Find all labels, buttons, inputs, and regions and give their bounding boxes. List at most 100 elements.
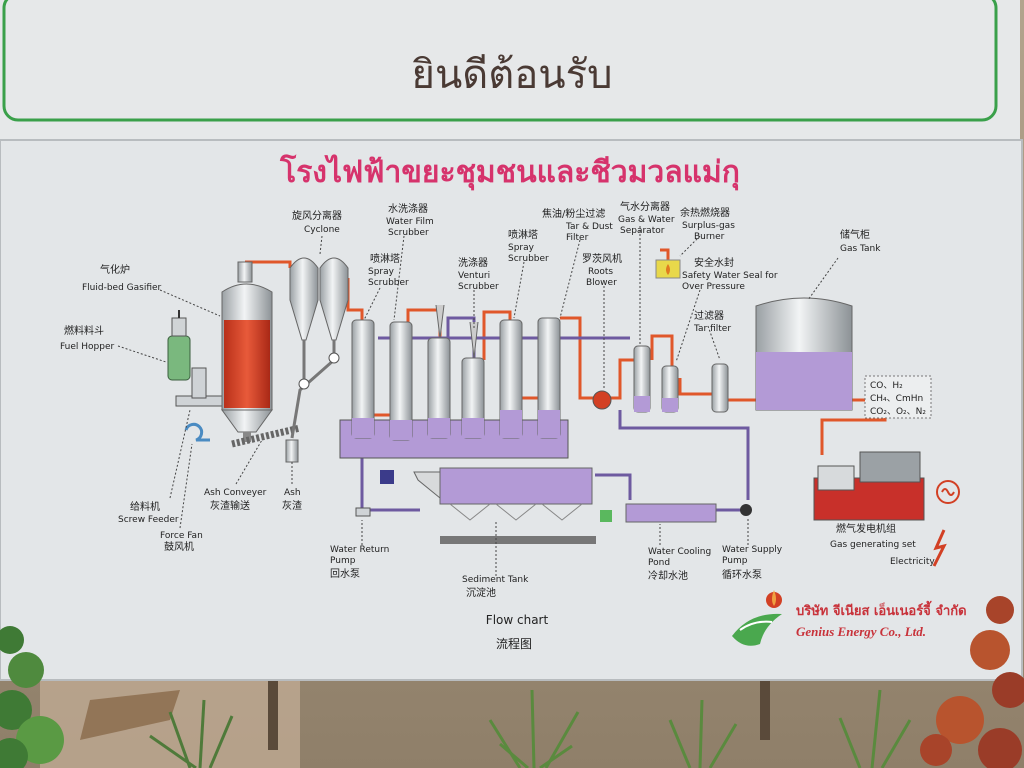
genset-label-cn: 燃气发电机组 xyxy=(836,522,896,535)
safety-label-en1: Safety Water Seal for xyxy=(682,271,778,281)
fuel-hopper xyxy=(167,310,191,381)
cooling-pond xyxy=(625,503,717,523)
screw-label-en: Screw Feeder xyxy=(118,515,179,525)
fan-label-en: Force Fan xyxy=(160,531,203,541)
ash-label-cn: 灰渣 xyxy=(282,499,302,512)
gas-water-label-en2: Separator xyxy=(620,226,665,236)
gas-generator-set xyxy=(813,451,960,567)
gas-composition-box: CO、H₂ CH₄、CmHn CO₂、O₂、N₂ xyxy=(864,375,932,419)
tar-filter-label-en1: Tar & Dust xyxy=(565,222,613,232)
spray2-label-en1: Spray xyxy=(508,243,535,253)
water-scrubber-column xyxy=(427,304,451,439)
fan-label-cn: 鼓风机 xyxy=(164,540,194,553)
filter-label-en: Tar filter xyxy=(693,324,731,334)
return-label-cn: 回水泵 xyxy=(330,568,360,580)
company-name-thai: บริษัท จีเนียส เอ็นเนอร์จี้ จำกัด xyxy=(796,600,967,619)
genset-label-en: Gas generating set xyxy=(830,540,916,550)
wooden-plank xyxy=(80,690,180,740)
electricity-bolt-icon xyxy=(932,529,947,567)
flow-chart-caption-en: Flow chart xyxy=(486,613,549,627)
gas-line-3: CO₂、O₂、N₂ xyxy=(870,407,926,417)
gas-line-1: CO、H₂ xyxy=(870,381,903,391)
spray2-label-en2: Scrubber xyxy=(508,254,549,264)
sediment-tank xyxy=(439,467,593,505)
pipe-purple-right xyxy=(618,410,750,500)
spray1-label-en1: Spray xyxy=(368,267,395,277)
gas-water-label-cn: 气水分离器 xyxy=(620,200,670,213)
pipe-blower-separator xyxy=(610,358,640,400)
cooling-label-en1: Water Cooling xyxy=(648,547,711,557)
ashconv-label-cn: 灰渣输送 xyxy=(210,499,250,512)
ashconv-label-en: Ash Conveyer xyxy=(204,488,267,498)
gasifier-label-en: Fluid-bed Gasifier xyxy=(82,283,162,293)
gas-line-2: CH₄、CmHn xyxy=(870,394,923,404)
pipe-seal-filter xyxy=(678,378,712,396)
component-labels: 气化炉 Fluid-bed Gasifier 燃料料斗 Fuel Hopper … xyxy=(60,200,935,599)
cooling-label-cn: 冷却水池 xyxy=(648,569,688,582)
small-tank xyxy=(380,470,394,484)
surplus-label-en2: Burner xyxy=(694,232,725,242)
gastank-label-cn: 储气柜 xyxy=(840,228,870,241)
spray1-label-en2: Scrubber xyxy=(368,278,409,288)
filter-label-cn: 过滤器 xyxy=(694,309,724,322)
gasifier xyxy=(221,261,273,442)
dosing-tank xyxy=(600,510,612,522)
gastank-label-en: Gas Tank xyxy=(840,244,881,254)
generator-symbol-icon xyxy=(936,480,960,504)
water-return-pump xyxy=(355,507,371,517)
pipe-sediment-cooling xyxy=(595,473,632,500)
green-border xyxy=(2,0,998,122)
gasifier-label-cn: 气化炉 xyxy=(100,263,130,276)
water-film-label-en2: Scrubber xyxy=(388,228,429,238)
top-welcome-sign: ยินดีต้อนรับ xyxy=(0,0,1020,140)
sign-post-right xyxy=(760,650,770,740)
supply-label-cn: 循环水泵 xyxy=(722,568,762,581)
flow-chart-caption-cn: 流程图 xyxy=(496,636,532,651)
venturi-label-en1: Venturi xyxy=(458,271,490,281)
roots-label-cn: 罗茨风机 xyxy=(582,252,622,265)
company-name-en: Genius Energy Co., Ltd. xyxy=(796,624,926,639)
supply-label-en1: Water Supply xyxy=(722,545,783,555)
cyclone-pair xyxy=(285,257,349,463)
safety-label-en2: Over Pressure xyxy=(682,282,745,292)
venturi-label-en2: Scrubber xyxy=(458,282,499,292)
pipe-gas-genset xyxy=(820,418,887,455)
ash-label-en: Ash xyxy=(284,488,301,498)
spray1-label-cn: 喷淋塔 xyxy=(370,252,400,265)
surplus-label-cn: 余热燃烧器 xyxy=(680,206,730,219)
pipe-venturi-spray xyxy=(482,310,512,360)
gas-water-separator xyxy=(633,345,651,413)
tar-filter-label-en2: Filter xyxy=(566,233,589,243)
board-title: โรงไฟฟ้าขยะชุมชนและชีวมวลแม่กุ xyxy=(279,153,740,191)
water-film-label-cn: 水洗涤器 xyxy=(388,202,428,215)
shrub-left xyxy=(0,626,64,768)
safety-water-seal xyxy=(661,365,679,413)
tar-filter xyxy=(711,363,729,413)
spiky-plant-left xyxy=(149,699,234,768)
tar-dust-filter-column xyxy=(537,317,561,439)
roots-label-en1: Roots xyxy=(588,267,613,277)
water-film-scrubber-column xyxy=(351,319,375,439)
scrubber-columns xyxy=(351,304,561,441)
shrub-right-red xyxy=(920,596,1024,768)
sign-post-left xyxy=(268,680,278,750)
roots-label-en2: Blower xyxy=(586,278,617,288)
leader-lines xyxy=(117,226,839,576)
return-label-en2: Pump xyxy=(330,556,356,566)
spray-scrubber-column-1 xyxy=(389,321,413,441)
cooling-label-en2: Pond xyxy=(648,558,670,568)
venturi-scrubber-column xyxy=(461,321,485,439)
scrubber-trough xyxy=(339,419,569,459)
water-film-label-en1: Water Film xyxy=(386,217,434,227)
safety-label-cn: 安全水封 xyxy=(694,256,734,269)
spiky-plant-right xyxy=(668,689,912,768)
water-system xyxy=(355,467,752,544)
cyclone-label-en: Cyclone xyxy=(304,225,340,235)
welcome-text: ยินดีต้อนรับ xyxy=(412,52,613,98)
surplus-label-en1: Surplus-gas xyxy=(682,221,735,231)
gas-tank xyxy=(755,297,853,411)
pipe-separator-seal xyxy=(650,334,674,366)
ash-conveyor xyxy=(231,424,301,448)
water-supply-pump xyxy=(740,504,752,516)
force-fan xyxy=(184,422,210,442)
